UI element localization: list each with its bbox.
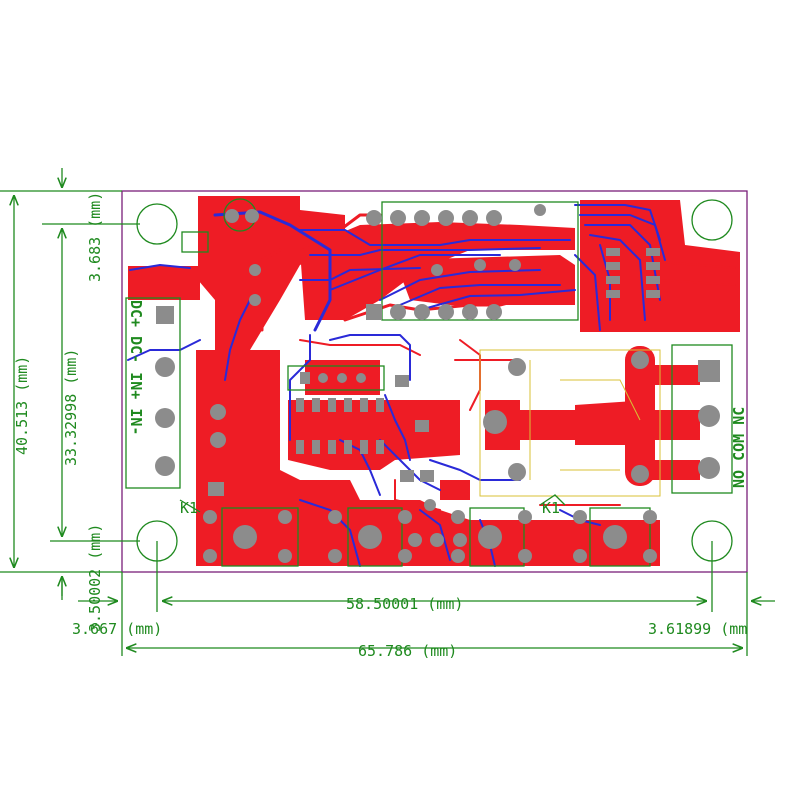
board: DC+ DC- IN+ IN- NO COM NC K1 K1	[121, 190, 748, 573]
button-outline-3	[469, 507, 525, 567]
silkscreen-labels: DC+ DC- IN+ IN- NO COM NC K1 K1	[127, 300, 748, 517]
dim-bottom-offset-label: 3.50002 (mm)	[86, 524, 104, 632]
header-pads-bottom	[366, 304, 502, 320]
dim-hole-spacing-x-label: 58.50001 (mm)	[346, 595, 463, 613]
dim-left-offset: 3.667 (mm)	[72, 601, 162, 638]
dim-total-height: 40.513 (mm)	[0, 190, 122, 573]
ref-k1-right: K1	[542, 499, 560, 517]
smd-pads	[296, 375, 434, 482]
dim-bottom-offset: 3.50002 (mm)	[62, 524, 104, 632]
board-outline	[121, 190, 748, 573]
mounting-hole-top-right	[691, 199, 733, 241]
side-header-pads	[606, 248, 660, 298]
relay-copper	[485, 346, 700, 486]
button-outline-1	[221, 507, 299, 567]
chip-outline	[287, 365, 385, 391]
relay-body-outline	[479, 349, 661, 497]
header-outline	[381, 201, 579, 321]
dim-top-offset: 3.683 (mm)	[62, 168, 104, 282]
dim-right-offset: 3.61899 (mm	[648, 601, 775, 638]
dim-right-offset-label: 3.61899 (mm	[648, 620, 747, 638]
mounting-hole-top-left	[136, 203, 178, 245]
button-pads	[203, 510, 657, 563]
dimension-annotations: 40.513 (mm) 33.32998 (mm) 3.683 (mm) 3.5…	[0, 168, 775, 660]
silkscreen-outlines	[125, 198, 733, 567]
dim-hole-spacing-x: 58.50001 (mm)	[156, 541, 713, 613]
power-terminal-outline	[125, 297, 181, 489]
button-outline-2	[347, 507, 403, 567]
dim-total-height-label: 40.513 (mm)	[13, 356, 31, 455]
top-copper-pours	[128, 196, 740, 566]
power-terminal-label: DC+ DC- IN+ IN-	[127, 300, 145, 435]
dim-hole-spacing-y: 33.32998 (mm)	[42, 223, 140, 542]
button-outline-4	[589, 507, 651, 567]
relay-terminal-label: NO COM NC	[730, 407, 748, 488]
dim-total-width: 65.786 (mm)	[121, 572, 748, 660]
dim-left-offset-label: 3.667 (mm)	[72, 620, 162, 638]
dim-hole-spacing-y-label: 33.32998 (mm)	[62, 349, 80, 466]
dim-total-width-label: 65.786 (mm)	[358, 642, 457, 660]
cap-outline	[181, 231, 209, 253]
dim-top-offset-label: 3.683 (mm)	[86, 192, 104, 282]
header-pads-top	[366, 210, 502, 226]
pads	[155, 204, 720, 563]
relay-terminal-outline	[671, 344, 733, 494]
ref-k1-left: K1	[180, 499, 198, 517]
